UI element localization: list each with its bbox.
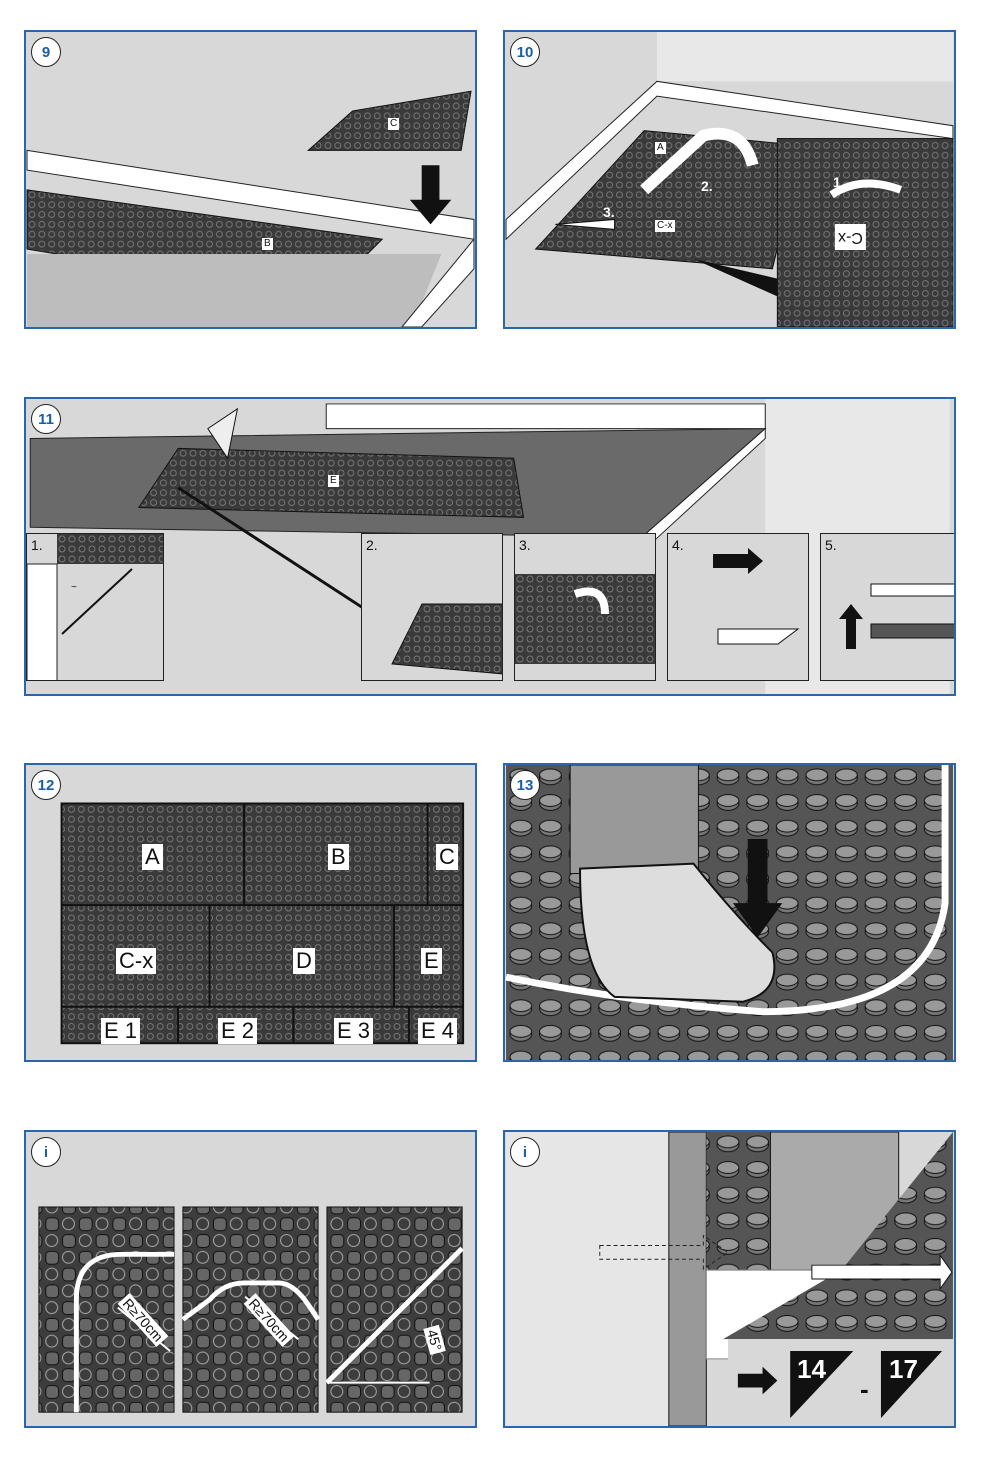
info-doorway-panel: i 14 - 17 [503,1130,956,1428]
substep-number: 3. [519,537,531,553]
substep-number: 1. [31,537,43,553]
mat-label-cx-zoom: C-x [835,224,866,250]
plate-label-e4: E 4 [418,1018,458,1044]
doorway-illustration [506,1132,953,1426]
layout-plan [60,802,465,1045]
plate-label-b: B [328,844,349,870]
arrow-number-1: 1. [833,174,845,190]
reference-step-end: 17 [889,1354,918,1384]
plate-label-e1: E 1 [101,1018,141,1044]
substep-5: 5. [820,533,954,681]
arrow-number-2: 2. [701,178,713,194]
plate-label-e: E [421,948,442,974]
step-9-panel: 9 C B [24,30,477,329]
substep-1: 1. ~ [26,533,164,681]
info-badge: i [31,1137,61,1167]
mat-label-e: E [328,475,339,487]
mat-label-cx: C-x [655,220,675,232]
step-9-illustration [26,90,475,327]
plate-label-a: A [142,844,163,870]
substep-3: 3. [514,533,656,681]
step-11-panel: 11 E 1. ~ 2. 3. 4. 5. [24,397,956,696]
substep-2: 2. [361,533,503,681]
substep-4: 4. [667,533,809,681]
step-13-illustration [505,765,953,1060]
plate-label-cx: C-x [116,948,157,974]
substep-number: 2. [366,537,378,553]
plate-label-e2: E 2 [218,1018,258,1044]
reference-step-start: 14 [797,1354,826,1384]
step-badge: 9 [31,37,61,67]
measure-symbol: ~ [71,582,77,593]
step-badge: 12 [31,770,61,800]
step-10-panel: 10 A C-x C-x 1. 2. 3. [503,30,956,329]
substep-number: 4. [672,537,684,553]
plate-label-e3: E 3 [334,1018,374,1044]
plate-label-c: C [436,844,458,870]
mat-label-c: C [388,118,400,130]
step-badge: 11 [31,404,61,434]
step-badge: 10 [510,37,540,67]
reference-separator: - [860,1374,869,1404]
info-badge: i [510,1137,540,1167]
step-badge: 13 [510,770,540,800]
arrow-number-3: 3. [603,204,615,220]
substep-number: 5. [825,537,837,553]
step-12-panel: 12 A B C C-x D E E 1 E 2 E 3 E 4 [24,763,477,1062]
mat-label-a: A [655,142,666,154]
step-10-illustration [505,32,954,327]
pipe-bending-illustration [38,1206,464,1413]
mat-label-b: B [262,238,273,250]
step-13-panel: 13 [503,763,956,1062]
info-pipe-radius-panel: i R≥70cm R≥70cm 45° [24,1130,477,1428]
plate-label-d: D [293,948,315,974]
